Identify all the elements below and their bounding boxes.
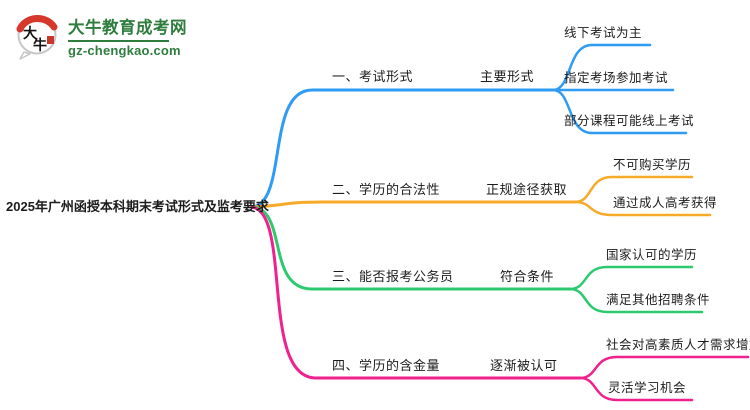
center-topic: 2025年广州函授本科期末考试形式及监考要求 [6, 199, 269, 214]
branch-1-leaf-3-line [551, 88, 688, 135]
branch-1-leaf-3: 部分课程可能线上考试 [564, 114, 695, 128]
site-logo: 大 牛 大牛教育成考网 gz-chengkao.com [12, 8, 187, 60]
logo-divider [68, 40, 169, 42]
branch-1-leaf-1-line [551, 43, 652, 92]
branch-4-label: 四、学历的含金量 [332, 358, 441, 373]
branch-1-main-line [250, 88, 555, 209]
site-name: 大牛教育成考网 [68, 19, 187, 37]
branch-2-leaf-2: 通过成人高考获得 [613, 196, 718, 210]
branch-3-leaf-2: 满足其他招聘条件 [606, 293, 711, 307]
branch-4-sub-label: 逐渐被认可 [490, 358, 558, 373]
branch-3-leaf-1: 国家认可的学历 [606, 248, 698, 262]
branch-3-sub-label: 符合条件 [500, 269, 555, 284]
branch-4-main-line [250, 205, 582, 380]
svg-text:大: 大 [23, 25, 37, 41]
branch-1-leaf-1: 线下考试为主 [564, 26, 643, 40]
branch-4-lines [250, 205, 750, 402]
bull-seal-logo-icon: 大 牛 [12, 8, 62, 60]
branch-1-lines [250, 43, 688, 209]
branch-2-leaf-2-line [573, 200, 712, 217]
branch-4-leaf-1: 社会对高素质人才需求增加 [606, 338, 750, 352]
branch-3-lines [250, 205, 704, 314]
branch-2-sub-label: 正规途径获取 [486, 182, 568, 197]
site-logo-text: 大牛教育成考网 gz-chengkao.com [68, 8, 187, 58]
branch-4-leaf-2: 灵活学习机会 [608, 381, 687, 395]
branch-4-leaf-1-line [578, 355, 750, 380]
branch-2-leaf-1: 不可购买学历 [613, 158, 692, 172]
branch-3-leaf-2-line [568, 287, 704, 314]
branch-2-main-line [250, 200, 577, 209]
branch-3-label: 三、能否报考公务员 [332, 269, 454, 284]
branch-2-lines [250, 175, 712, 217]
branch-1-label: 一、考试形式 [332, 69, 414, 84]
branch-3-leaf-1-line [568, 265, 694, 291]
branch-4-leaf-2-line [578, 376, 694, 402]
branch-1-leaf-2: 指定考场参加考试 [564, 71, 669, 85]
branch-1-sub-label: 主要形式 [480, 69, 535, 84]
svg-text:牛: 牛 [33, 37, 47, 53]
branch-2-leaf-1-line [573, 175, 694, 204]
branch-2-label: 二、学历的合法性 [332, 182, 441, 197]
branch-3-main-line [250, 205, 572, 291]
site-url: gz-chengkao.com [68, 43, 181, 58]
